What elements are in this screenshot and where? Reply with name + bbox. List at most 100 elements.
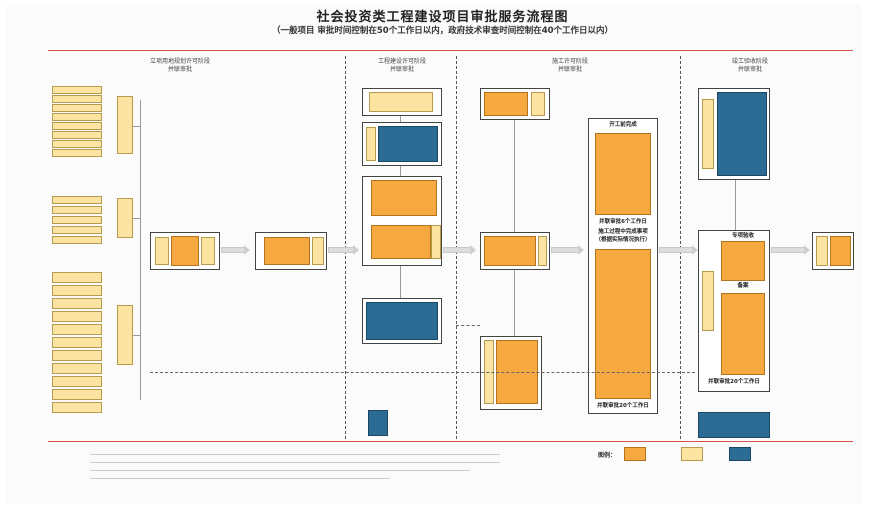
column-mid-label-3: （根据实际情况执行） bbox=[595, 237, 651, 243]
connector bbox=[514, 120, 515, 232]
page-title: 社会投资类工程建设项目审批服务流程图 bbox=[316, 10, 569, 25]
flow-arrow bbox=[443, 245, 476, 255]
phase1-item bbox=[52, 285, 102, 296]
phase1-item bbox=[52, 311, 102, 322]
connector bbox=[514, 270, 515, 336]
page-subtitle: （一般项目 审批时间控制在50个工作日以内，政府技术审查时间控制在40个工作日以… bbox=[271, 26, 614, 36]
phase1-main-box-1 bbox=[150, 232, 220, 270]
phase1-item bbox=[52, 216, 102, 224]
sub-box bbox=[531, 92, 545, 116]
phase2-bottom-box bbox=[368, 410, 388, 436]
phase4-parallel-column: 专项验收 备案 并联审批20个工作日 bbox=[698, 230, 770, 392]
phase2-blue-box-2 bbox=[362, 298, 442, 344]
flow-arrow bbox=[659, 245, 698, 255]
flow-arrow bbox=[771, 245, 810, 255]
phase-name: 工程建设许可阶段 bbox=[377, 58, 426, 65]
phase1-item bbox=[52, 206, 102, 214]
phase-name: 立项用地规划许可阶段 bbox=[149, 58, 210, 65]
sub-box bbox=[484, 236, 536, 266]
phase1-item bbox=[52, 337, 102, 348]
legend-title: 图例： bbox=[598, 452, 617, 459]
sub-box bbox=[702, 271, 714, 331]
phase1-item bbox=[52, 86, 102, 94]
flow-arrow bbox=[551, 245, 584, 255]
sub-box bbox=[816, 236, 828, 266]
phase1-item bbox=[52, 140, 102, 148]
column-mid-label-2: 施工过程中完成事项 bbox=[598, 229, 648, 235]
sub-box bbox=[538, 236, 547, 266]
note-line bbox=[90, 470, 470, 471]
phase2-blue-box-1 bbox=[362, 122, 442, 166]
column-header: 开工前完成 bbox=[609, 122, 637, 128]
legend-swatch-orange bbox=[624, 447, 646, 461]
connector bbox=[400, 116, 401, 122]
phase3-mid-box bbox=[480, 232, 550, 270]
phase2-top-box bbox=[362, 88, 442, 116]
notes-block bbox=[90, 446, 510, 492]
phase1-item bbox=[52, 236, 102, 244]
phase1-item bbox=[52, 389, 102, 400]
sub-box bbox=[171, 236, 199, 266]
connector bbox=[735, 180, 736, 230]
dashed-connector bbox=[456, 325, 480, 326]
legend-swatch-yellow bbox=[681, 447, 703, 461]
phase1-item bbox=[52, 363, 102, 374]
sub-box bbox=[721, 293, 765, 375]
sub-box bbox=[155, 237, 169, 265]
phase1-group-a bbox=[117, 96, 133, 154]
sub-box bbox=[369, 92, 433, 112]
note-line bbox=[90, 478, 390, 479]
note-line bbox=[90, 462, 500, 463]
phase1-item bbox=[52, 122, 102, 130]
phase1-item bbox=[52, 272, 102, 283]
phase-header-3: 施工许可阶段 并联审批 bbox=[520, 58, 620, 74]
phase-sub: 并联审批 bbox=[737, 66, 762, 73]
dashed-connector bbox=[150, 372, 695, 373]
column-header: 专项验收 bbox=[731, 233, 754, 239]
note-line bbox=[90, 454, 500, 455]
sub-box bbox=[484, 92, 528, 116]
connector bbox=[133, 335, 141, 336]
phase1-item bbox=[52, 113, 102, 121]
phase-sub: 并联审批 bbox=[557, 66, 582, 73]
phase1-item bbox=[52, 104, 102, 112]
phase1-item bbox=[52, 350, 102, 361]
connector bbox=[133, 126, 141, 127]
phase1-item bbox=[52, 196, 102, 204]
column-footer: 并联审批20个工作日 bbox=[597, 403, 649, 409]
sub-box bbox=[721, 241, 765, 281]
phase1-item bbox=[52, 402, 102, 413]
connector bbox=[400, 166, 401, 176]
sub-box bbox=[201, 237, 215, 265]
phase-sub: 并联审批 bbox=[167, 66, 192, 73]
phase-sub: 并联审批 bbox=[389, 66, 414, 73]
phase1-connector bbox=[140, 100, 141, 400]
sub-box bbox=[595, 133, 651, 215]
phase1-item bbox=[52, 376, 102, 387]
bottom-divider bbox=[48, 441, 853, 442]
phase1-item bbox=[52, 298, 102, 309]
sub-box bbox=[830, 236, 851, 266]
phase-header-1: 立项用地规划许可阶段 并联审批 bbox=[120, 58, 240, 74]
column-footer: 并联审批20个工作日 bbox=[708, 379, 760, 385]
column-mid-label: 并联审批6个工作日 bbox=[599, 219, 647, 225]
connector bbox=[400, 266, 401, 298]
sub-box bbox=[312, 237, 324, 265]
flow-arrow bbox=[328, 245, 359, 255]
phase2-orange-box bbox=[362, 176, 442, 266]
connector bbox=[133, 218, 141, 219]
sub-box bbox=[366, 127, 376, 161]
sub-box bbox=[595, 249, 651, 399]
phase3-parallel-column: 开工前完成 并联审批6个工作日 施工过程中完成事项 （根据实际情况执行） 并联审… bbox=[588, 118, 658, 414]
phase1-item bbox=[52, 226, 102, 234]
sub-box bbox=[371, 225, 431, 259]
flow-arrow bbox=[221, 245, 250, 255]
sub-box bbox=[702, 99, 714, 169]
phase1-group-b bbox=[117, 198, 133, 238]
phase1-item bbox=[52, 324, 102, 335]
column-sub-label: 备案 bbox=[737, 283, 749, 289]
phase4-bottom-box bbox=[698, 412, 770, 438]
sub-box bbox=[264, 237, 310, 265]
sub-box bbox=[371, 180, 437, 216]
phase3-top-box bbox=[480, 88, 550, 120]
